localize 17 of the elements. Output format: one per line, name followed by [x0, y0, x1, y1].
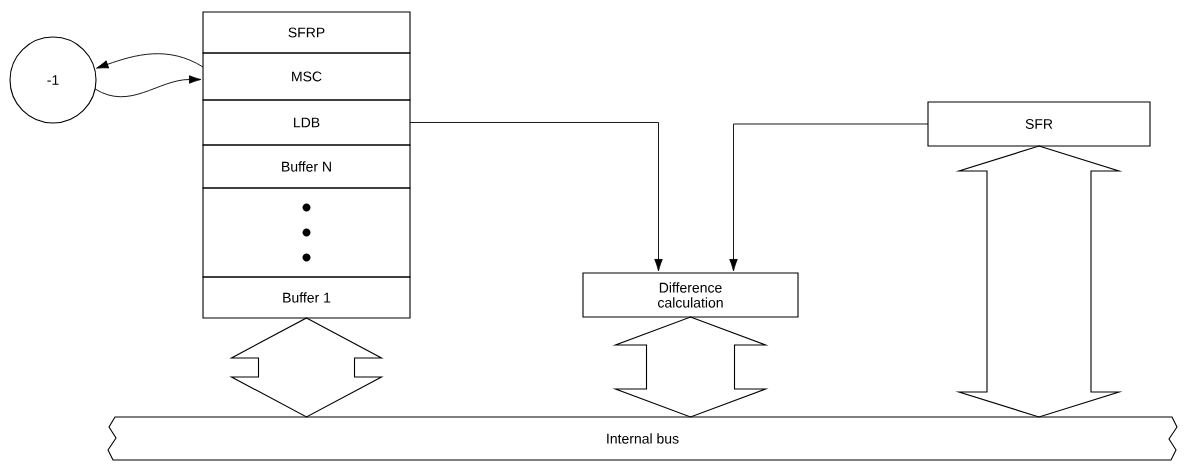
arrow — [94, 75, 202, 98]
arrow — [96, 53, 204, 69]
arrow — [729, 123, 929, 272]
arrow — [409, 122, 663, 272]
process-box: Difference calculation — [582, 272, 799, 318]
block-arrow — [955, 145, 1123, 418]
buffer-cell: Buffer N — [202, 144, 411, 189]
block-arrow — [612, 316, 769, 418]
register-cell: SFRP — [202, 11, 411, 54]
register-cell: LDB — [202, 99, 411, 146]
buffer-cell — [202, 187, 411, 278]
bus-band: Internal bus — [107, 416, 1178, 461]
register-cell: MSC — [202, 52, 411, 101]
register-box: SFR — [927, 101, 1151, 147]
circle-node: -1 — [9, 36, 97, 124]
block-arrow — [229, 317, 384, 418]
buffer-cell: Buffer 1 — [202, 276, 411, 319]
